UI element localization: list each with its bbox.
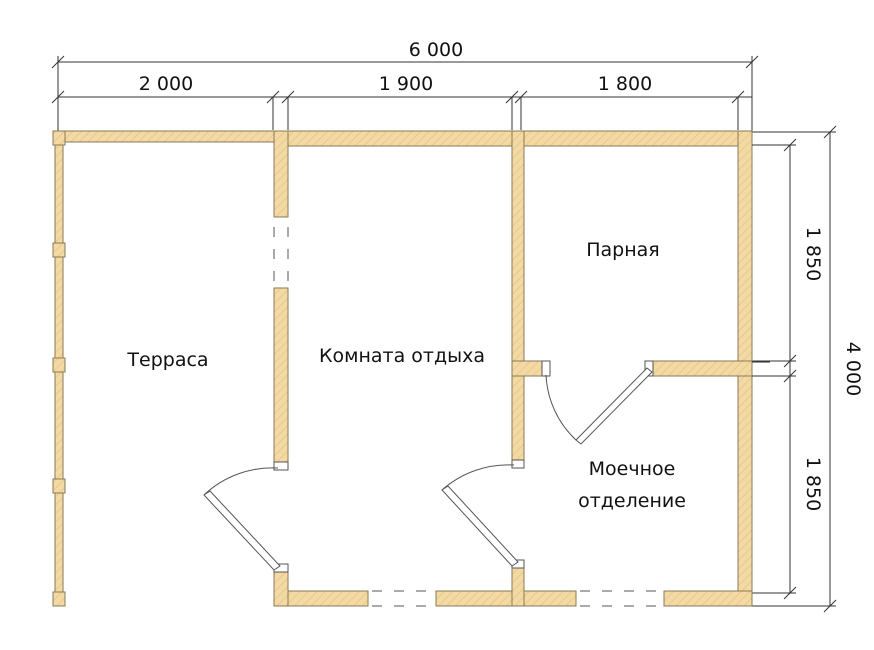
dimension-right-segments: 1 850 1 850 [752,138,824,600]
dimension-label-steam-room-width: 1 800 [598,73,652,95]
window-openings [273,227,770,607]
wall-bottom-right [663,590,753,607]
dimension-label-steam-room-height: 1 850 [802,227,824,281]
door-leaf [575,367,653,445]
room-label-steam-room: Парная [586,239,660,261]
door-leaf [203,490,281,571]
wall-partition-steam-wash-stub [511,360,543,377]
room-label-washing-room-line2: отделение [578,490,686,512]
door-rest-room-to-washing-room [441,459,525,569]
wall-rest-room-left-upper [273,130,289,218]
dimension-label-total-height: 4 000 [842,342,864,396]
wall-bottom-middle [435,590,577,607]
dimension-label-rest-room-width: 1 900 [379,73,433,95]
dimension-right-total: 4 000 [752,125,864,613]
terrace-post [52,130,66,146]
dimension-label-terrace-width: 2 000 [139,73,193,95]
wall-partition-middle [511,130,525,467]
dimension-label-washing-room-height: 1 850 [802,457,824,511]
dimension-top-total: 6 000 [51,39,759,132]
wall-partition-steam-wash [649,360,753,377]
wall-rest-room-left-lower [273,287,289,467]
dimension-label-total-width: 6 000 [409,39,463,61]
room-label-rest-room: Комната отдыха [319,345,485,367]
room-label-terrace: Терраса [126,349,208,371]
terrace-post [52,242,66,258]
dimension-top-segments: 2 000 1 900 1 800 [51,73,752,130]
door-leaf [441,485,519,567]
door-washing-room-to-steam-room [541,360,654,445]
terrace-top-beam [53,130,275,143]
walls [273,130,770,607]
room-label-washing-room-line1: Моечное [589,458,676,480]
terrace-post [52,357,66,373]
terrace-post [52,478,66,494]
wall-stub-wash-door [511,565,525,607]
terrace-post [52,591,66,607]
door-terrace-to-rest-room [203,461,289,573]
